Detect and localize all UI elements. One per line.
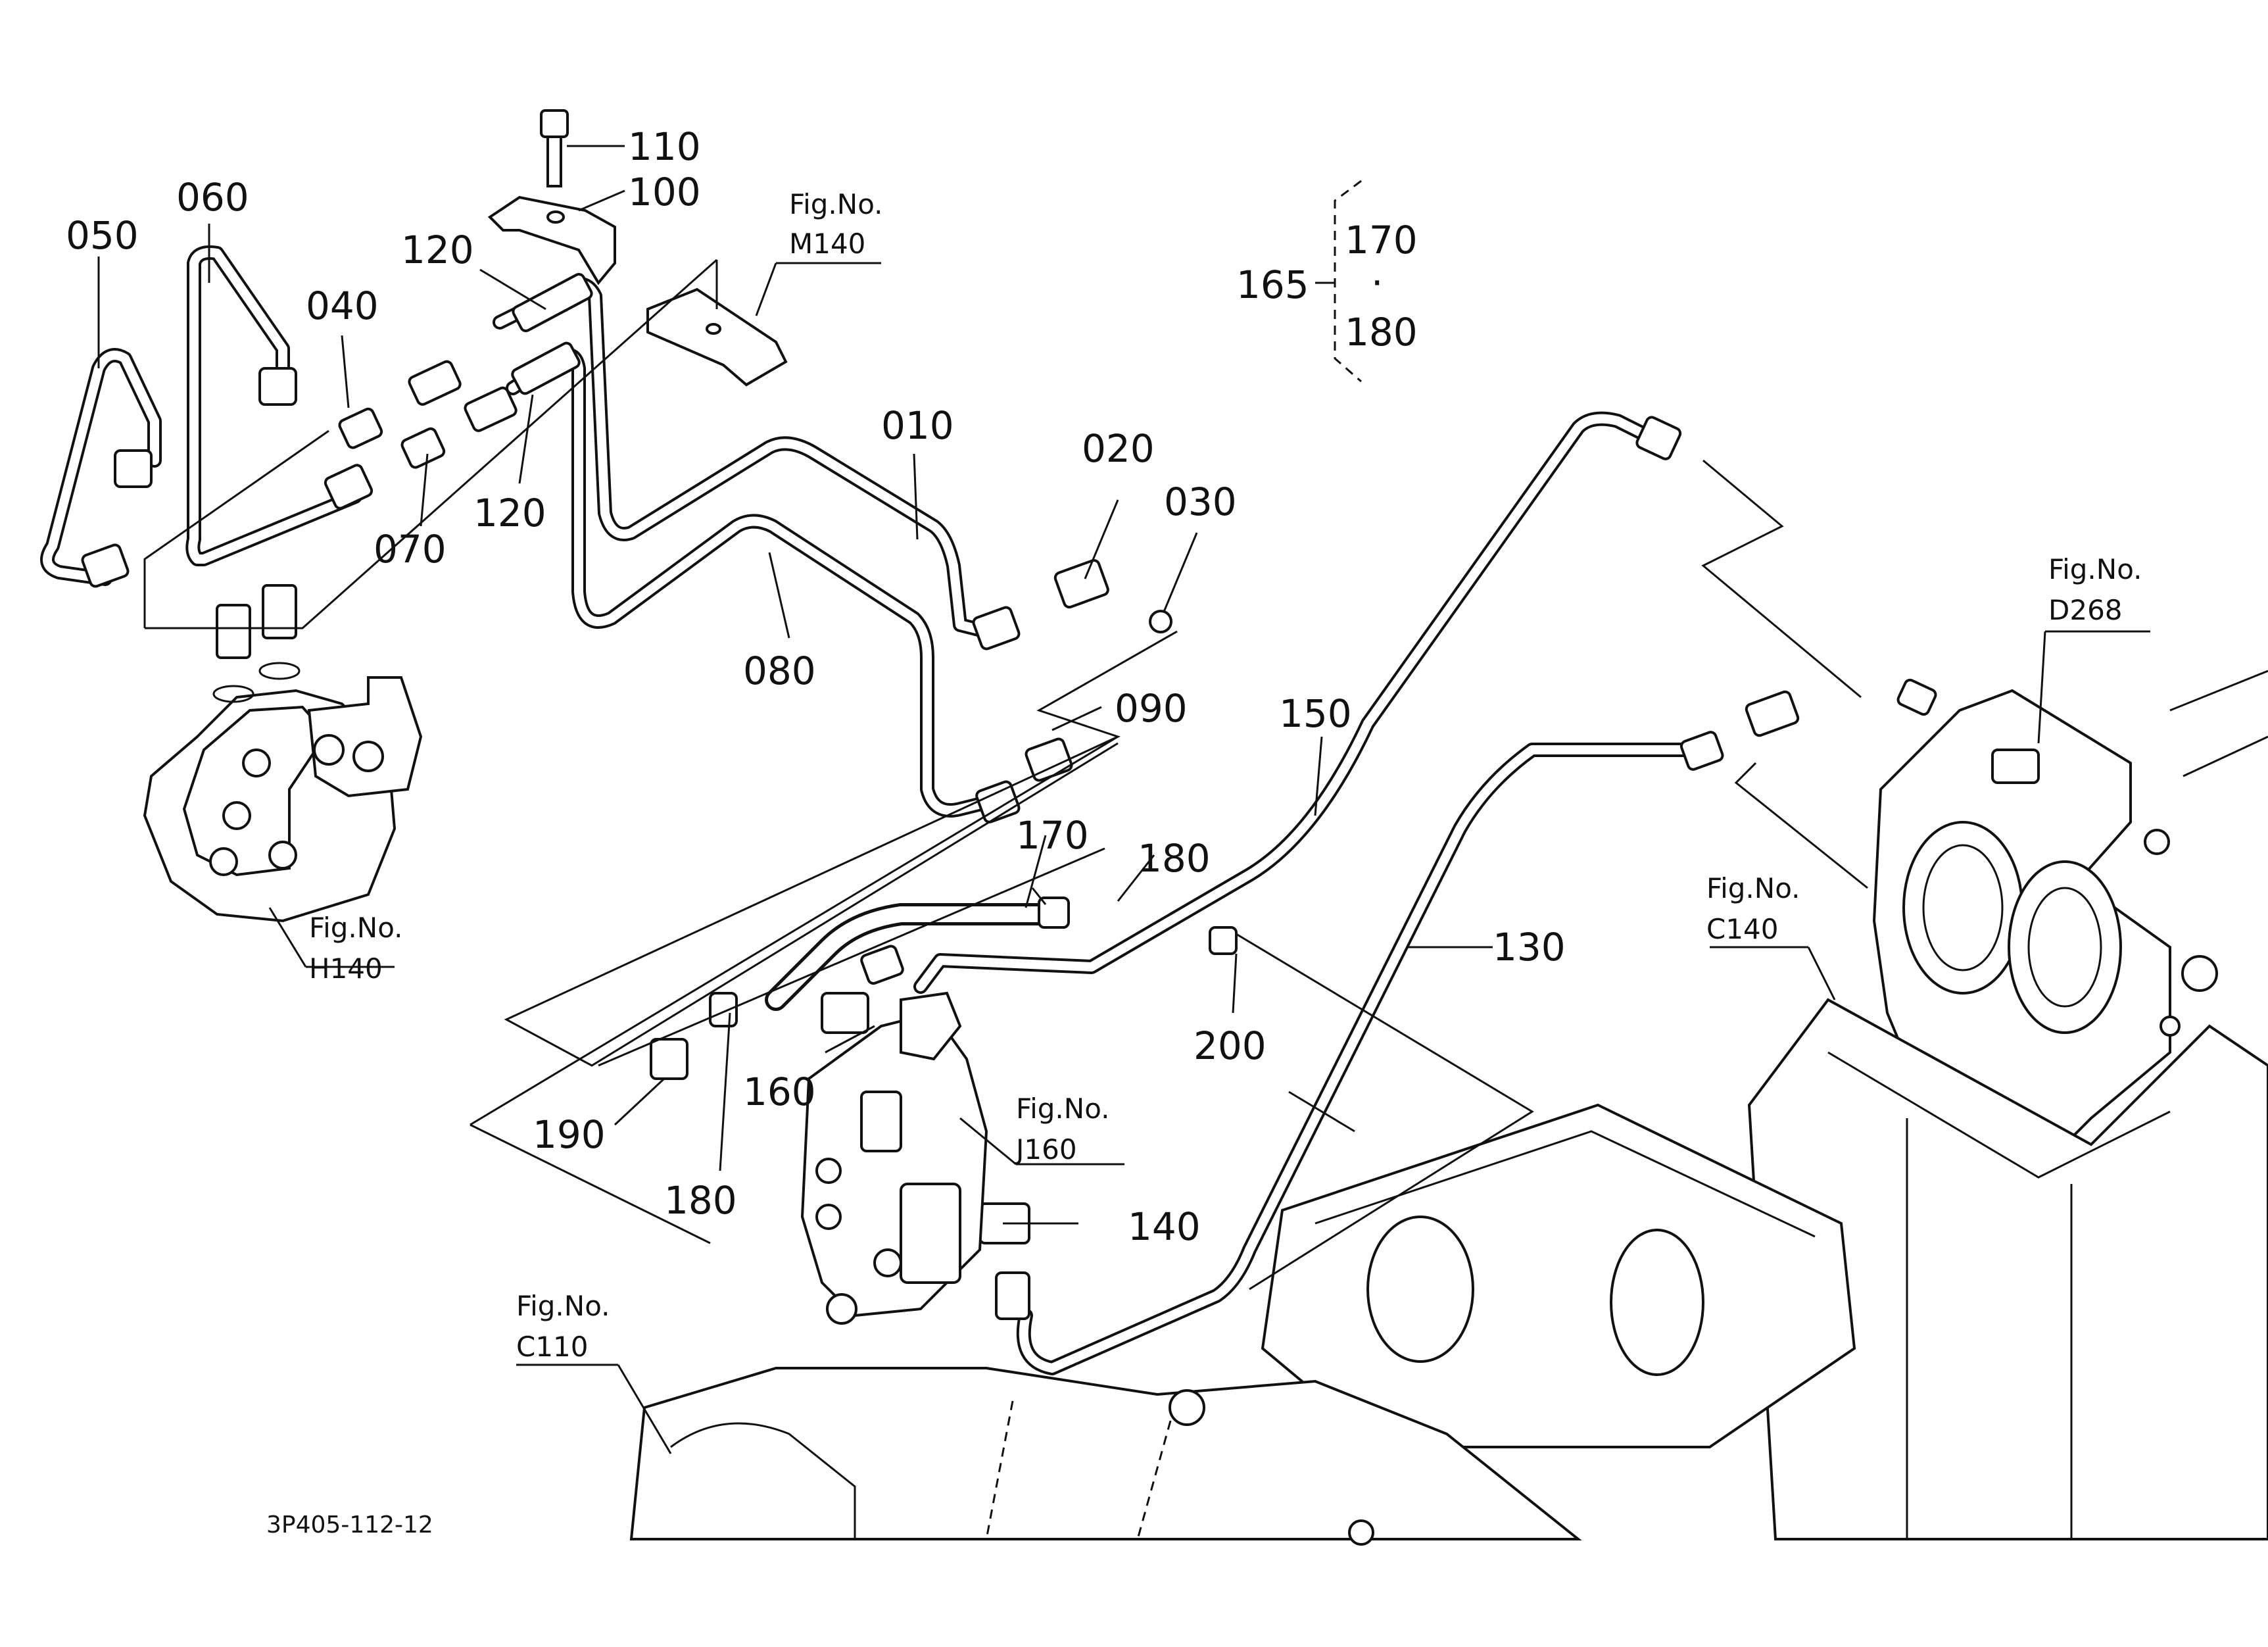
fig-j160-caption: Fig.No. xyxy=(1016,1093,1110,1125)
set-member-180: 180 xyxy=(1345,310,1418,355)
fig-j160-ref: J160 xyxy=(1014,1133,1077,1166)
callout-010: 010 xyxy=(881,403,954,448)
callout-070: 070 xyxy=(374,527,446,572)
callout-130: 130 xyxy=(1493,925,1566,970)
pipe-130 xyxy=(1016,743,1704,1375)
callout-100: 100 xyxy=(628,170,701,214)
steering-unit xyxy=(143,584,423,923)
transmission-housing xyxy=(629,670,2268,1546)
pipe-080 xyxy=(506,348,994,818)
fig-m140-ref: M140 xyxy=(789,228,865,260)
callout-110: 110 xyxy=(628,124,701,169)
callout-180a: 180 xyxy=(1138,836,1211,881)
fig-d268-ref: D268 xyxy=(2048,594,2123,626)
relation-lines xyxy=(143,258,1868,1291)
pipe-060 xyxy=(185,245,362,566)
callout-120a: 120 xyxy=(401,228,474,272)
callout-120b: 120 xyxy=(473,491,546,535)
set-parent-165: 165 xyxy=(1236,262,1309,307)
callout-160: 160 xyxy=(743,1069,816,1114)
fig-c140-caption: Fig.No. xyxy=(1706,872,1800,904)
callout-170: 170 xyxy=(1016,813,1089,858)
fittings xyxy=(81,272,1937,1320)
set-group: 165 170 · 180 xyxy=(1236,218,1418,355)
fig-d268-caption: Fig.No. xyxy=(2048,553,2142,585)
fig-c110-caption: Fig.No. xyxy=(516,1290,610,1322)
figure-references: Fig.No. M140 Fig.No. H140 Fig.No. D268 F… xyxy=(309,188,2142,1363)
callout-040: 040 xyxy=(306,283,379,328)
callout-060: 060 xyxy=(176,175,249,220)
leader-lines xyxy=(97,145,2150,1454)
callout-180b: 180 xyxy=(664,1178,737,1223)
callout-050: 050 xyxy=(66,213,139,258)
fig-h140-caption: Fig.No. xyxy=(309,912,403,944)
bolt-clamp xyxy=(487,109,616,285)
diagram-code: 3P405-112-12 xyxy=(266,1512,433,1538)
callout-080: 080 xyxy=(743,649,816,693)
callout-020: 020 xyxy=(1082,426,1155,471)
callout-090: 090 xyxy=(1115,686,1188,731)
fig-c110-ref: C110 xyxy=(516,1331,589,1363)
callout-030: 030 xyxy=(1164,479,1237,524)
set-bracket xyxy=(1315,180,1362,383)
flange-d268 xyxy=(1872,689,2171,1173)
set-separator: · xyxy=(1371,260,1383,305)
control-valve xyxy=(800,991,988,1325)
hose-170 xyxy=(765,903,1050,1011)
fig-h140-ref: H140 xyxy=(309,952,383,985)
bracket-m140 xyxy=(646,287,788,387)
pipe-150 xyxy=(913,411,1651,994)
set-member-170: 170 xyxy=(1345,218,1418,262)
callout-200: 200 xyxy=(1194,1023,1267,1068)
fig-m140-caption: Fig.No. xyxy=(789,188,883,220)
callout-190: 190 xyxy=(533,1112,606,1157)
callout-140: 140 xyxy=(1128,1204,1201,1249)
callout-150: 150 xyxy=(1279,691,1352,736)
callouts: 110 100 060 050 120 040 120 070 010 080 … xyxy=(66,124,1566,1249)
fig-c140-ref: C140 xyxy=(1706,913,1779,945)
